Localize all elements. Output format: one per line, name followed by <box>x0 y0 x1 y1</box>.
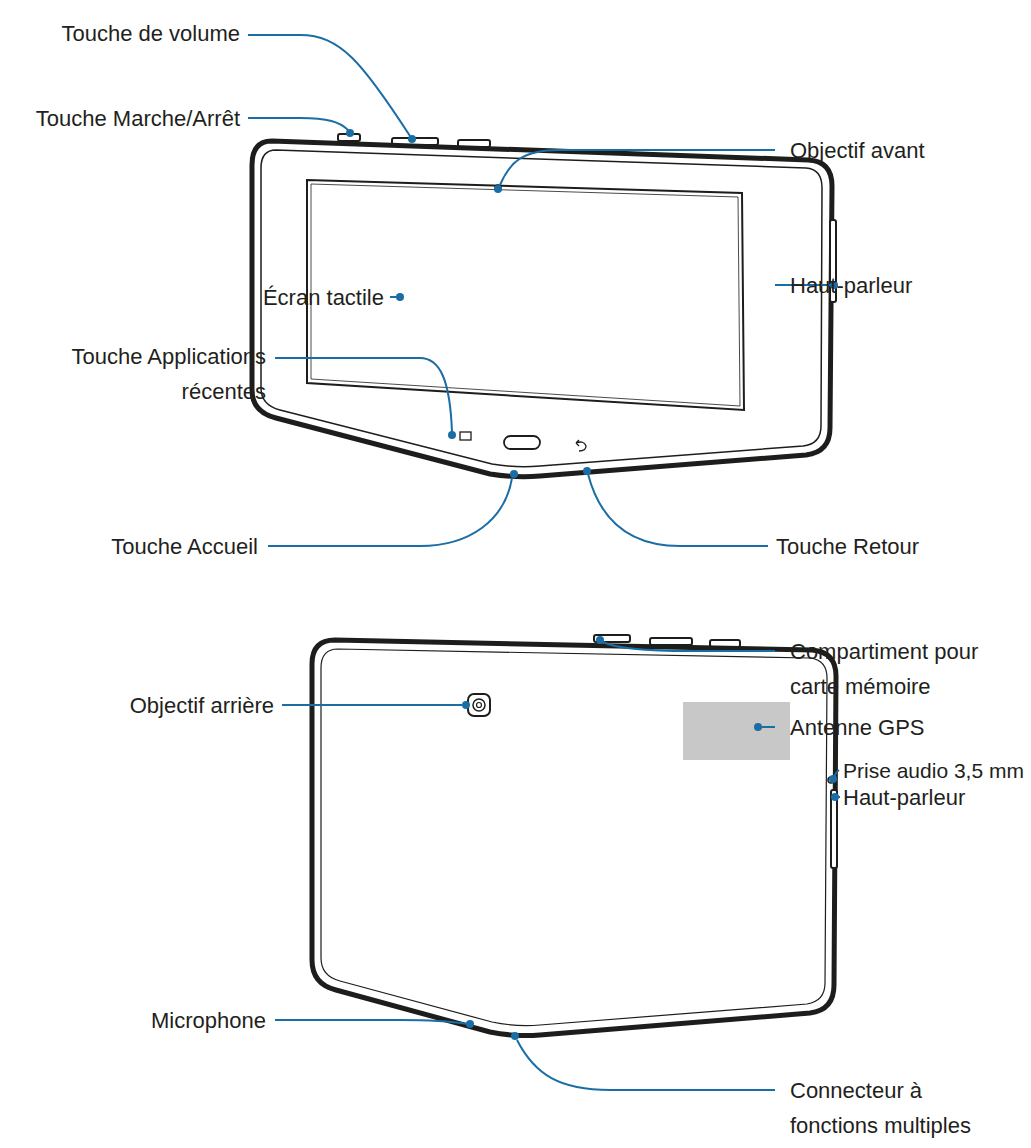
leader-dot <box>346 129 354 137</box>
leader-line <box>248 118 348 130</box>
leader-dot <box>466 1020 474 1028</box>
leader-dot <box>494 185 502 193</box>
leader-line <box>588 474 768 546</box>
part-label: Touche Accueil <box>111 529 258 564</box>
leader-dot <box>511 1032 519 1040</box>
part-label: Objectif arrière <box>130 688 274 723</box>
part-label: Touche Retour <box>776 529 919 564</box>
speaker-slot <box>831 790 837 868</box>
top-slot <box>650 638 692 645</box>
leader-line <box>275 358 452 432</box>
leader-dot <box>510 470 518 478</box>
recent-apps-key <box>460 432 471 440</box>
leader-line <box>275 1020 468 1024</box>
leader-line <box>268 478 512 546</box>
rear-lens-core <box>477 703 482 708</box>
leader-dots <box>346 129 839 1040</box>
leader-lines <box>248 35 840 1090</box>
home-key <box>504 436 540 449</box>
gps-antenna-area <box>683 702 790 760</box>
leader-line <box>762 726 775 728</box>
part-label: Microphone <box>151 1003 266 1038</box>
back-key <box>576 440 586 451</box>
leader-dot <box>754 723 762 731</box>
part-label: Antenne GPS <box>790 710 925 745</box>
back-view <box>312 635 837 1036</box>
back-body <box>312 640 836 1036</box>
leader-line <box>603 642 775 651</box>
front-view <box>252 134 836 477</box>
part-label: Haut-parleur <box>790 268 912 303</box>
leader-dot <box>462 701 470 709</box>
part-label: Prise audio 3,5 mm <box>843 753 1024 788</box>
part-label: Touche Marche/Arrêt <box>36 101 240 136</box>
leader-dot <box>408 135 416 143</box>
part-label: Écran tactile <box>263 280 384 315</box>
part-label: Connecteur à fonctions multiples <box>790 1073 990 1143</box>
part-label: Compartiment pour carte mémoire <box>790 634 1005 704</box>
leader-dot <box>596 636 604 644</box>
leader-dot <box>831 793 839 801</box>
part-label: Objectif avant <box>790 133 925 168</box>
leader-line <box>248 35 410 136</box>
front-body <box>252 141 832 477</box>
leader-line <box>282 704 462 706</box>
leader-dot <box>396 293 404 301</box>
part-label: Touche Applications récentes <box>56 339 266 409</box>
leader-line <box>500 150 775 185</box>
part-label: Touche de volume <box>61 16 240 51</box>
rear-lens <box>473 699 485 711</box>
part-label: Haut-parleur <box>843 780 965 815</box>
front-bezel <box>261 150 822 467</box>
leader-line <box>517 1040 775 1090</box>
leader-dot <box>583 467 591 475</box>
leader-dot <box>448 431 456 439</box>
leader-dot <box>829 775 837 783</box>
rear-camera <box>468 694 490 716</box>
